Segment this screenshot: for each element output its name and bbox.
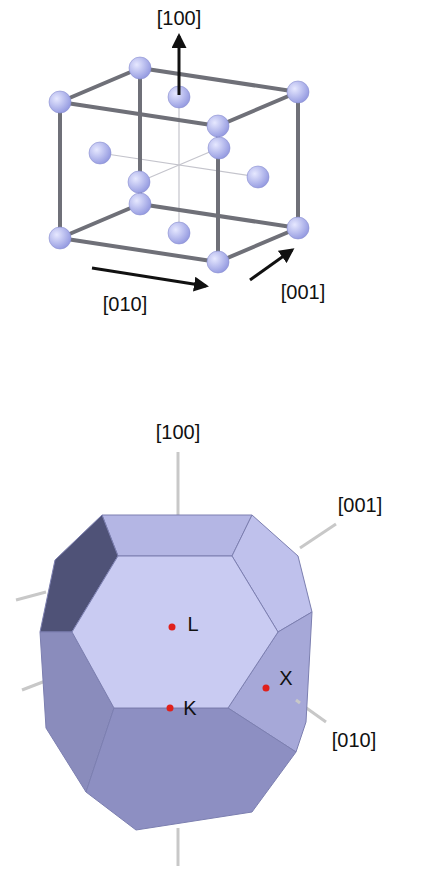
axis-label: [010] [103, 293, 147, 315]
point-label: K [183, 697, 196, 719]
axis-label: [010] [332, 729, 376, 751]
axis-label: [100] [156, 421, 200, 443]
point-label: X [279, 667, 292, 689]
brillouin-zone [16, 452, 336, 866]
axis-label: [001] [338, 494, 382, 516]
axis-label: [001] [281, 281, 325, 303]
fcc-cube [49, 36, 309, 286]
axis-label: [100] [157, 7, 201, 29]
point-label: L [187, 613, 198, 635]
